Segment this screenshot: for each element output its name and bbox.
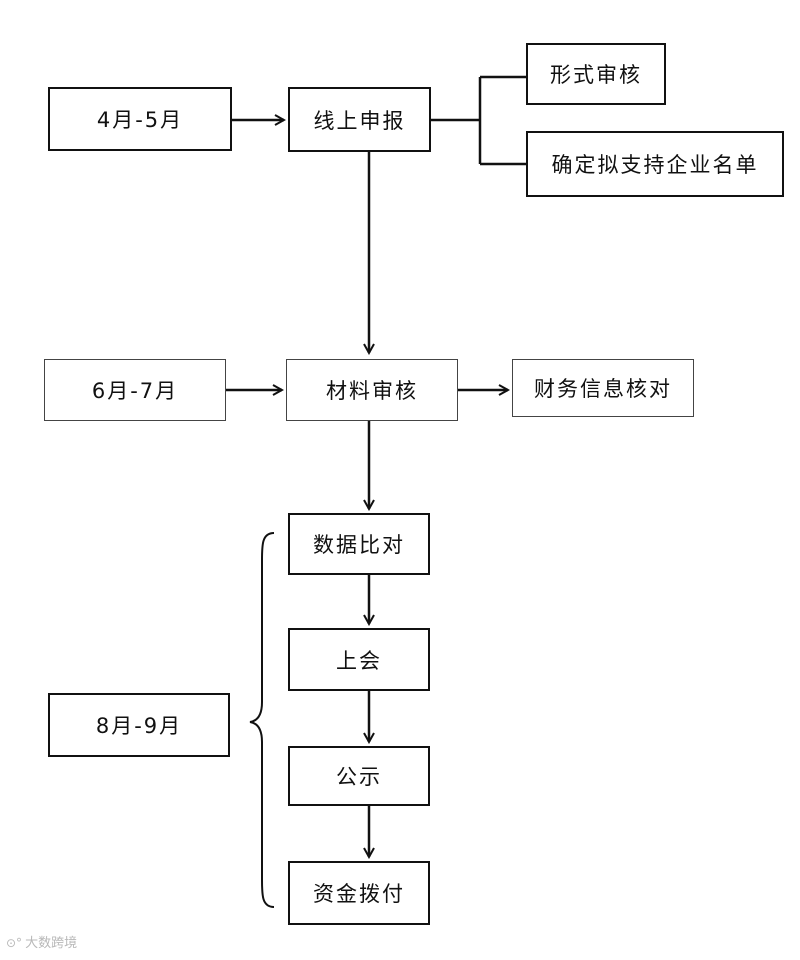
period-box-june-july: 6月-7月	[44, 359, 226, 421]
watermark-text: 大数跨境	[25, 936, 78, 951]
step-online-declaration: 线上申报	[288, 87, 431, 152]
step-label: 形式审核	[550, 63, 642, 87]
step-publicity: 公示	[288, 746, 430, 806]
period-box-april-may: 4月-5月	[48, 87, 232, 151]
step-label: 财务信息核对	[534, 377, 672, 401]
branch-connector-online-declaration	[431, 75, 526, 166]
period-box-august-september: 8月-9月	[48, 693, 230, 757]
step-finance-check: 财务信息核对	[512, 359, 694, 417]
period-label: 8月-9月	[95, 714, 183, 738]
step-meeting: 上会	[288, 628, 430, 691]
step-label: 数据比对	[313, 533, 405, 557]
step-data-compare: 数据比对	[288, 513, 430, 575]
period-label: 4月-5月	[96, 108, 184, 132]
step-label: 确定拟支持企业名单	[551, 153, 759, 177]
period-label: 6月-7月	[91, 379, 179, 403]
step-label: 资金拨付	[313, 882, 405, 906]
circle-dots-logo-icon: ⊙°	[6, 936, 23, 950]
watermark: ⊙°大数跨境	[6, 932, 77, 951]
step-label: 线上申报	[313, 108, 406, 133]
step-label: 上会	[336, 648, 382, 673]
step-confirm-list: 确定拟支持企业名单	[526, 131, 784, 197]
period3-brace	[249, 532, 275, 908]
step-material-review: 材料审核	[286, 359, 458, 421]
step-label: 公示	[336, 765, 382, 789]
step-fund-allocation: 资金拨付	[288, 861, 430, 925]
step-label: 材料审核	[326, 379, 418, 403]
step-formal-review: 形式审核	[526, 43, 666, 105]
